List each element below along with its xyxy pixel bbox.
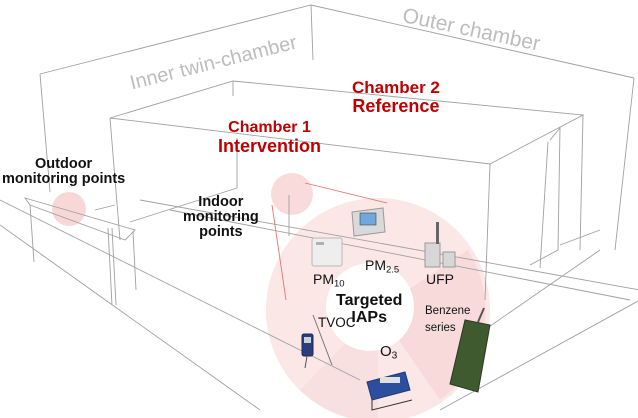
chamber1-subtitle: Intervention <box>218 135 322 156</box>
center-hub <box>326 263 414 351</box>
instrument-label-pm10: PM10 <box>313 271 345 290</box>
chamber2-subtitle: Reference <box>352 95 440 116</box>
indoor-label-line3: points <box>199 224 243 241</box>
chamber2-title-line: Chamber 2 <box>352 78 440 97</box>
chamber1-title-line: Chamber 1 <box>228 119 311 136</box>
pm25-monitor-icon <box>351 207 386 237</box>
wire-lines <box>0 4 638 411</box>
benzene-line2: series <box>425 321 456 334</box>
benzene-analyzer-icon <box>449 307 491 393</box>
chamber2-title: Chamber 2 Reference <box>352 79 440 116</box>
targeted-iaps-label: Targeted IAPs <box>336 292 403 327</box>
instrument-label-pm25: PM2.5 <box>365 257 400 276</box>
chamber1-title: Chamber 1 Intervention <box>218 119 322 156</box>
instrument-label-benzene: Benzene series <box>425 303 470 336</box>
pm25-sub: 2.5 <box>386 264 400 276</box>
outdoor-label-line1: Outdoor <box>35 156 93 172</box>
instrument-label-o3: O3 <box>380 343 398 362</box>
pm25-base: PM <box>365 257 386 273</box>
ufp-counter-icon <box>424 222 456 268</box>
pm10-monitor-icon <box>311 237 343 267</box>
center-label-line2: IAPs <box>351 308 387 326</box>
outdoor-label-line2: monitoring points <box>2 171 126 188</box>
o3-base: O <box>380 343 392 360</box>
center-label-line1: Targeted <box>336 292 403 309</box>
o3-sub: 3 <box>391 350 398 362</box>
instrument-label-tvoc: TVOC <box>318 315 356 330</box>
benzene-line1: Benzene <box>425 305 471 317</box>
indoor-label-line2: monitoring <box>183 209 259 226</box>
o3-analyzer-icon <box>366 371 413 411</box>
instrument-label-ufp: UFP <box>426 271 454 287</box>
outdoor-monitoring-label: Outdoor monitoring points <box>2 156 126 188</box>
indoor-monitoring-label: Indoor monitoring points <box>183 194 259 241</box>
indoor-label-line1: Indoor <box>198 194 244 210</box>
pm10-sub: 10 <box>334 278 345 290</box>
indoor-monitoring-spot <box>271 173 313 215</box>
callout-lines <box>271 182 388 301</box>
tvoc-meter-icon <box>301 314 333 369</box>
pm10-base: PM <box>313 271 334 287</box>
outdoor-monitoring-spot <box>52 192 86 226</box>
